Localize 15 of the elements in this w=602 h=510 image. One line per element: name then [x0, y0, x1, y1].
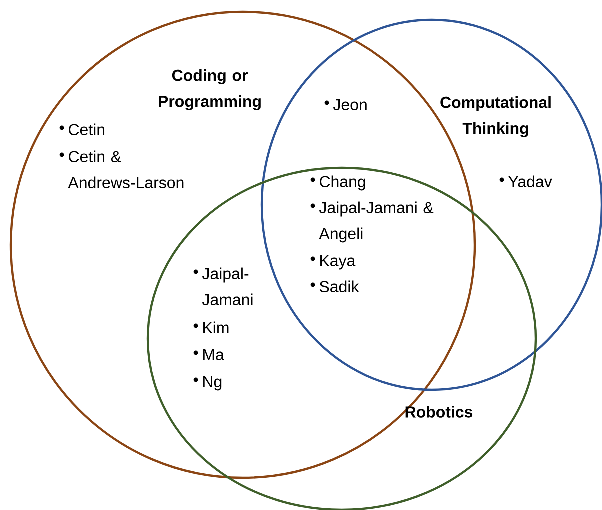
list-item: Cetin & Andrews-Larson [60, 150, 184, 189]
list-item: Ng [194, 376, 222, 391]
list-item: Kim [194, 322, 229, 334]
list-item: Kaya [310, 255, 356, 270]
circle-heading: Robotics [406, 406, 473, 418]
list-item: Cetin [60, 124, 104, 136]
list-item: Jaipal-Jamani [194, 268, 253, 306]
list-item: Jeon [324, 99, 367, 111]
list-item: Jaipal-Jamani & Angeli [310, 202, 434, 243]
list-item: Ma [194, 349, 224, 361]
list-item: Yadav [500, 176, 552, 188]
circle-heading: Computational Thinking [440, 96, 551, 138]
list-item: Sadik [310, 280, 360, 293]
circle-heading: Coding or Programming [159, 70, 261, 110]
list-item: Chang [310, 176, 366, 191]
